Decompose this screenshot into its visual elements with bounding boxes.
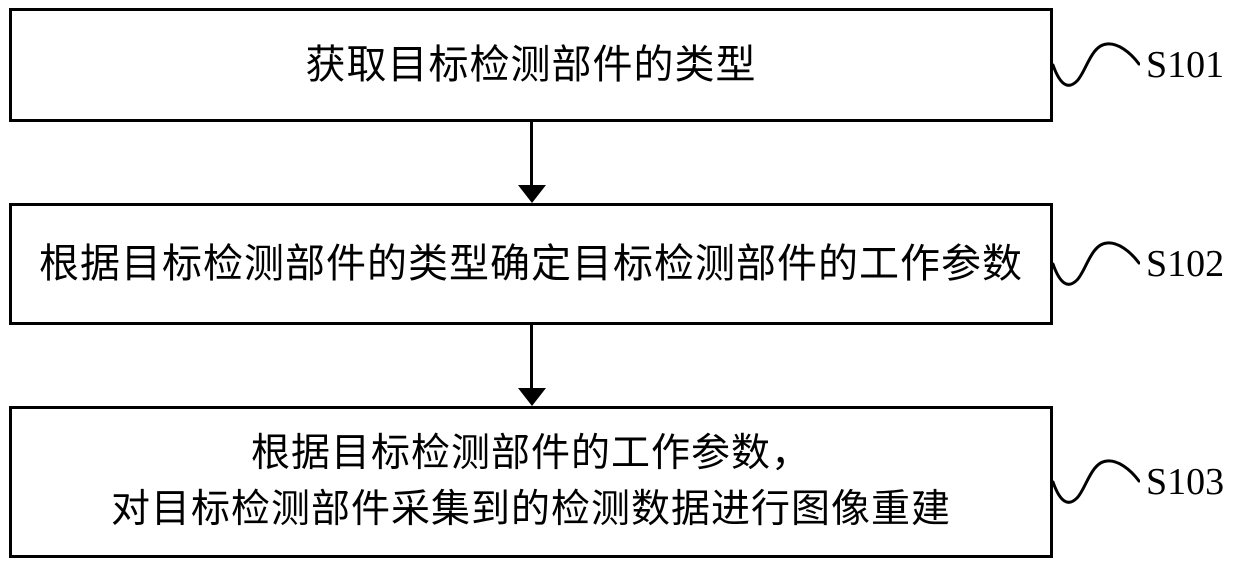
flow-step-box-s102: 根据目标检测部件的类型确定目标检测部件的工作参数 bbox=[9, 203, 1053, 325]
arrow-down-icon bbox=[518, 185, 546, 203]
step-label-group-s103: S103 bbox=[1052, 454, 1224, 510]
flow-arrow-line bbox=[530, 122, 533, 187]
step-label: S101 bbox=[1146, 44, 1225, 86]
flow-arrow-line bbox=[530, 325, 533, 390]
step-label-group-s101: S101 bbox=[1052, 37, 1224, 93]
step-text-line-1: 根据目标检测部件的工作参数， bbox=[250, 432, 811, 475]
arrow-down-icon bbox=[518, 388, 546, 406]
wavy-connector-icon bbox=[1052, 241, 1140, 286]
step-label: S103 bbox=[1146, 461, 1225, 503]
flow-step-box-s101: 获取目标检测部件的类型 bbox=[9, 8, 1053, 122]
step-text: 获取目标检测部件的类型 bbox=[305, 42, 757, 87]
step-label-group-s102: S102 bbox=[1052, 236, 1224, 292]
wavy-connector-icon bbox=[1052, 42, 1140, 87]
step-text-line-2: 对目标检测部件采集到的检测数据进行图像重建 bbox=[110, 488, 951, 531]
wavy-connector-icon bbox=[1052, 459, 1140, 504]
step-text: 根据目标检测部件的类型确定目标检测部件的工作参数 bbox=[39, 241, 1023, 286]
step-label: S102 bbox=[1146, 243, 1225, 285]
flow-step-box-s103: 根据目标检测部件的工作参数， 对目标检测部件采集到的检测数据进行图像重建 bbox=[9, 406, 1053, 558]
